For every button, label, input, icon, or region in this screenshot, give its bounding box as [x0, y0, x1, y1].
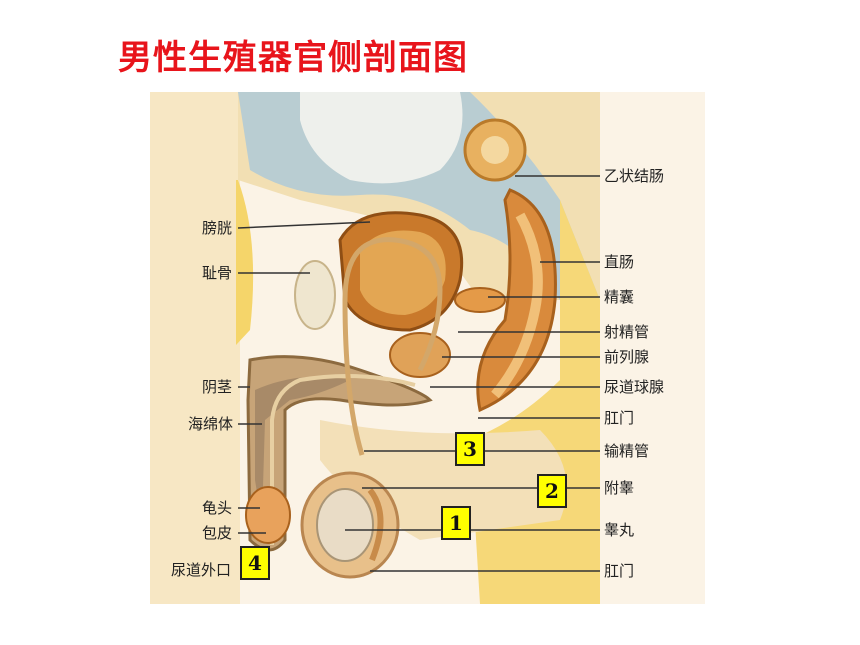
label-rectum: 直肠	[604, 253, 635, 271]
sigmoid-colon-lumen	[481, 136, 509, 164]
seminal-vesicle	[454, 287, 506, 313]
label-corpus-cavernosum: 海绵体	[188, 415, 234, 433]
label-epididymis: 附睾	[604, 479, 635, 497]
testis	[316, 488, 374, 562]
label-vas-deferens: 输精管	[604, 442, 650, 460]
prostate	[389, 332, 451, 378]
glans	[245, 486, 291, 544]
label-glans: 龟头	[202, 499, 233, 517]
epididymis	[367, 488, 384, 562]
marker-2: 2	[537, 474, 567, 508]
label-bulbourethral-gland: 尿道球腺	[604, 378, 665, 396]
left-leader-lines	[237, 221, 371, 534]
label-anus-lower: 肛门	[604, 562, 635, 580]
rectum-lumen	[491, 212, 543, 399]
label-ejaculatory-duct: 射精管	[604, 323, 650, 341]
abdomen-white	[300, 92, 463, 184]
label-foreskin: 包皮	[202, 524, 233, 542]
label-penis: 阴茎	[202, 378, 233, 396]
label-prostate: 前列腺	[604, 348, 650, 366]
pubic-bone	[294, 260, 336, 330]
marker-1: 1	[441, 506, 471, 540]
vas-deferens	[342, 237, 443, 456]
label-pubic-bone: 耻骨	[202, 264, 233, 282]
abdominal-wall	[236, 180, 254, 345]
pelvis-cavity-left	[150, 92, 240, 604]
label-seminal-vesicle: 精囊	[604, 288, 635, 306]
label-urethral-opening: 尿道外口	[171, 561, 232, 579]
label-testis: 睾丸	[604, 521, 635, 539]
corpus-cavernosum	[255, 376, 350, 520]
marker-4: 4	[240, 546, 270, 580]
label-bladder: 膀胱	[202, 219, 233, 237]
page-title: 男性生殖器官侧剖面图	[118, 38, 468, 78]
marker-3: 3	[455, 432, 485, 466]
label-sigmoid-colon: 乙状结肠	[604, 167, 665, 185]
leader-line	[237, 221, 371, 229]
urethra-path	[270, 374, 416, 545]
right-leader-lines	[345, 175, 600, 572]
label-anus: 肛门	[604, 409, 635, 427]
